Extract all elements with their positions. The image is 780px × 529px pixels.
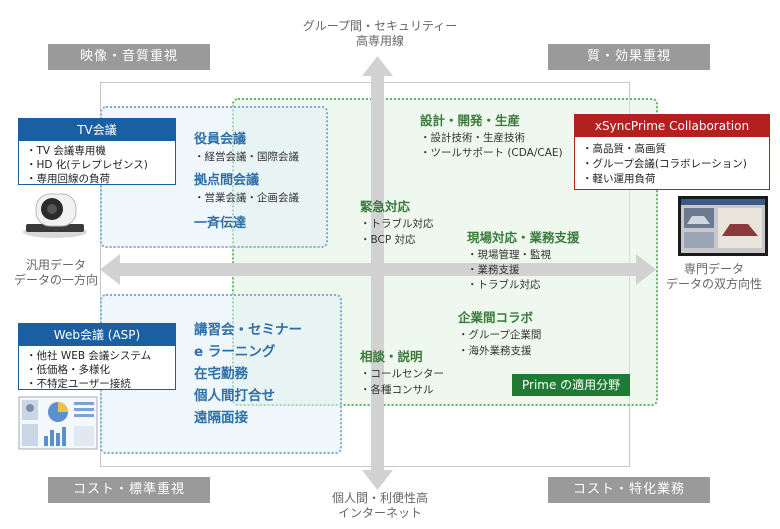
axis-label-bottom: 個人間・利便性高 インターネット (270, 491, 490, 521)
design-title: 設計・開発・生産 (420, 113, 521, 128)
horizontal-axis-arrow-left (100, 254, 120, 285)
interco-collab-title: 企業間コラボ (458, 310, 534, 325)
list-item: ・他社 WEB 会議システム (26, 350, 152, 362)
lower-left-list: 講習会・セミナー e ラーニング 在宅勤務 個人間打合せ 遠隔面接 (194, 319, 302, 429)
exec-meeting-sub: ・経営会議・国際会議 (194, 151, 299, 163)
tv-conference-list: ・TV 会議専用機 ・HD 化(テレプレゼンス) ・専用回線の負荷 (19, 141, 175, 189)
emergency-sub2: ・BCP 対応 (360, 234, 416, 246)
web-conference-title: Web会議 (ASP) (19, 324, 175, 346)
interco-collab-sub2: ・海外業務支援 (458, 345, 532, 357)
vertical-axis-arrow-down (362, 470, 393, 490)
horizontal-axis-arrow-right (636, 254, 656, 285)
axis-label-right: 専門データ データの双方向性 (654, 262, 774, 292)
design-sub1: ・設計技術・生産技術 (420, 132, 525, 144)
consult-sub1: ・コールセンター (360, 368, 444, 380)
list-item: ・軽い運用負荷 (582, 173, 656, 185)
axis-label-top: グループ間・セキュリティー 高専用線 (270, 19, 490, 49)
horizontal-axis-bar (118, 263, 638, 276)
web-conference-box: Web会議 (ASP) ・他社 WEB 会議システム ・低価格・多様化 ・不特定… (18, 323, 176, 390)
list-item: ・不特定ユーザー接続 (26, 378, 131, 390)
design-sub2: ・ツールサポート (CDA/CAE) (420, 147, 563, 159)
axis-label-bottom-line2: インターネット (337, 506, 422, 520)
lower-left-item: 講習会・セミナー (194, 322, 302, 338)
axis-label-left-line2: データの一方向 (13, 273, 98, 287)
field-support-sub1: ・現場管理・監視 (467, 249, 551, 261)
lower-left-item: e ラーニング (194, 344, 276, 360)
consult-title: 相談・説明 (360, 349, 423, 364)
axis-label-right-line2: データの双方向性 (665, 277, 762, 291)
list-item: ・高品質・高画質 (582, 143, 666, 155)
xsyncprime-box: xSyncPrime Collaboration ・高品質・高画質 ・グループ会… (574, 114, 770, 190)
list-item: ・TV 会議専用機 (26, 145, 106, 157)
axis-label-left-line1: 汎用データ (25, 258, 86, 272)
list-item: ・グループ会議(コラボレーション) (582, 158, 747, 170)
video-camera-icon (23, 193, 87, 238)
emergency-sub1: ・トラブル対応 (360, 218, 434, 230)
lower-left-item: 遠隔面接 (194, 410, 248, 426)
list-item: ・専用回線の負荷 (26, 173, 110, 185)
base-meeting-sub: ・営業会議・企画会議 (194, 192, 299, 204)
exec-meeting-title: 役員会議 (194, 132, 247, 147)
axis-label-top-line2: 高専用線 (355, 34, 404, 48)
xsyncprime-title: xSyncPrime Collaboration (575, 115, 769, 137)
lower-left-item: 在宅勤務 (194, 366, 248, 382)
corner-label-top-right: 質・効果重視 (548, 44, 710, 70)
web-conference-list: ・他社 WEB 会議システム ・低価格・多様化 ・不特定ユーザー接続 (19, 346, 175, 394)
axis-label-left: 汎用データ データの一方向 (2, 258, 110, 288)
tv-conference-box: TV会議 ・TV 会議専用機 ・HD 化(テレプレゼンス) ・専用回線の負荷 (18, 118, 176, 185)
field-support-sub2: ・業務支援 (467, 264, 520, 276)
corner-label-bottom-right: コスト・特化業務 (548, 477, 710, 503)
web-meeting-screen-icon (18, 396, 98, 450)
axis-label-top-line1: グループ間・セキュリティー (302, 19, 458, 33)
collaboration-screen-icon (678, 196, 768, 256)
axis-label-right-line1: 専門データ (683, 262, 744, 276)
base-meeting-title: 拠点間会議 (194, 173, 260, 188)
list-item: ・HD 化(テレプレゼンス) (26, 159, 148, 171)
xsyncprime-list: ・高品質・高画質 ・グループ会議(コラボレーション) ・軽い運用負荷 (575, 137, 769, 190)
prime-application-badge: Prime の適用分野 (512, 374, 631, 396)
tv-conference-title: TV会議 (19, 119, 175, 141)
lower-left-zone (100, 294, 342, 454)
corner-label-bottom-left: コスト・標準重視 (48, 477, 210, 503)
list-item: ・低価格・多様化 (26, 364, 110, 376)
vertical-axis-arrow-up (362, 56, 393, 76)
axis-label-bottom-line1: 個人間・利便性高 (331, 491, 428, 505)
lower-left-item: 個人間打合せ (194, 388, 275, 404)
consult-sub2: ・各種コンサル (360, 384, 434, 396)
emergency-title: 緊急対応 (360, 199, 411, 214)
broadcast-title: 一斉伝達 (194, 216, 247, 231)
corner-label-top-left: 映像・音質重視 (48, 44, 210, 70)
interco-collab-sub1: ・グループ企業間 (458, 329, 542, 341)
field-support-title: 現場対応・業務支援 (467, 230, 580, 245)
field-support-sub3: ・トラブル対応 (467, 279, 541, 291)
